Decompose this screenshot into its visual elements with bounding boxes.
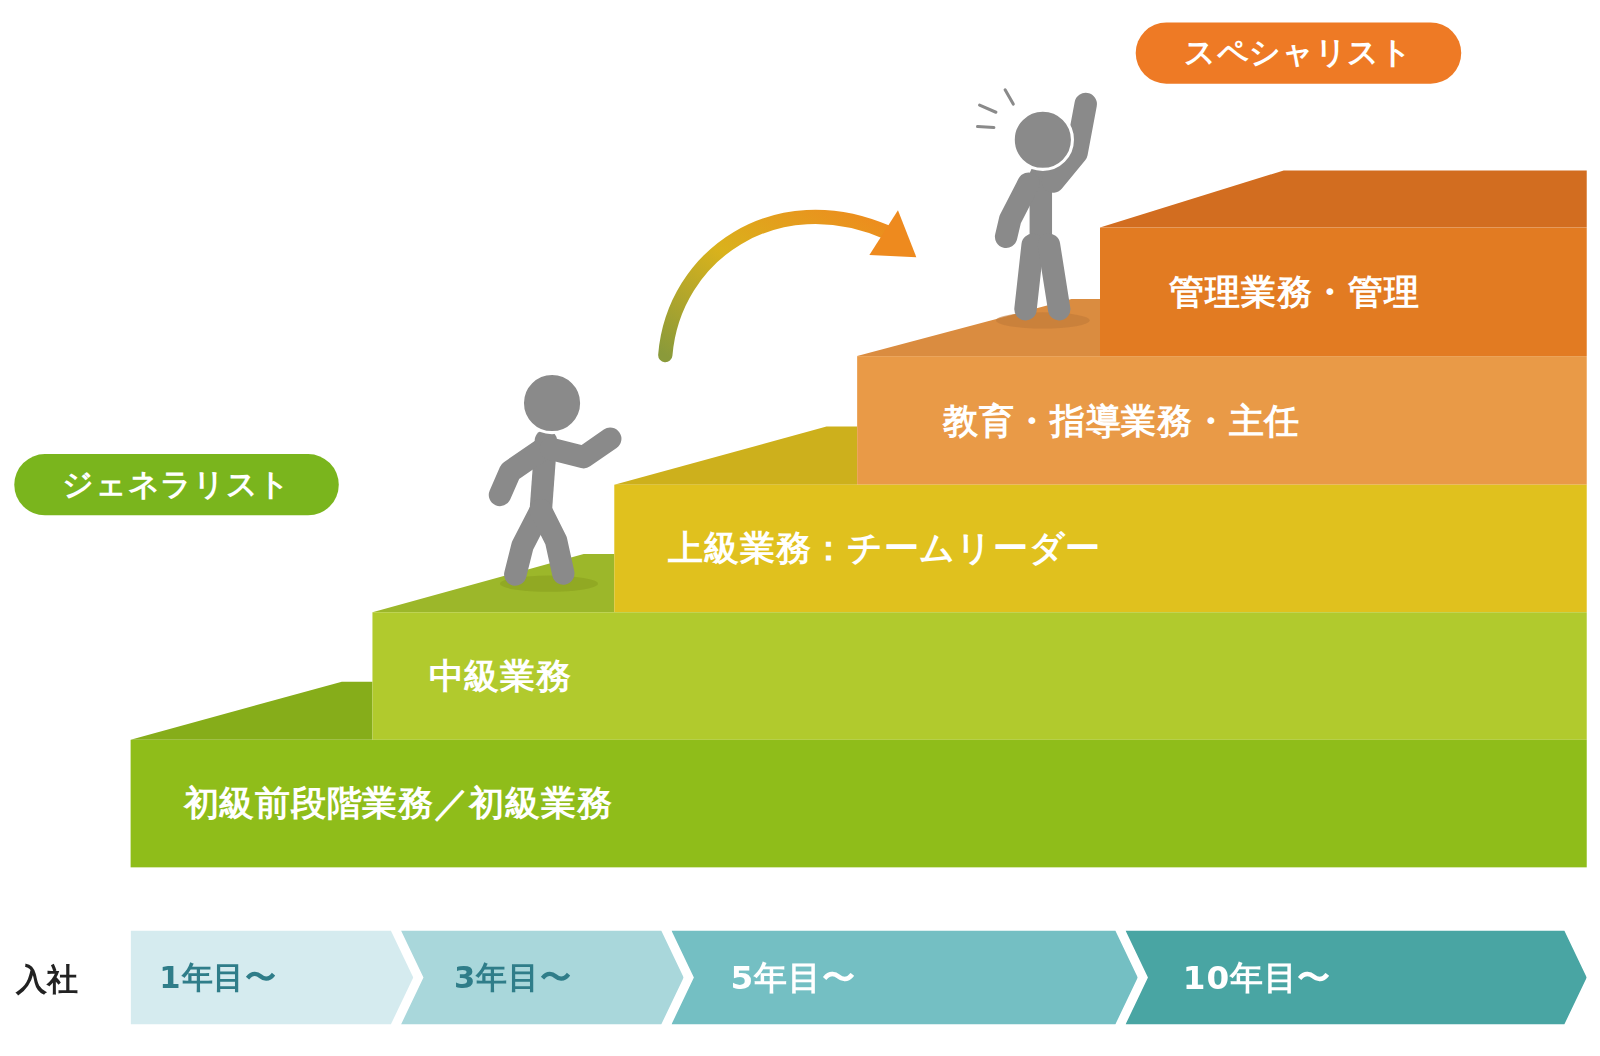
walking-figure (500, 439, 610, 575)
year-chevron: 1年目〜 (131, 931, 414, 1025)
specialist-pill: スペシャリスト (1136, 22, 1462, 83)
step-band: 中級業務 (372, 612, 1586, 740)
node-text: スペシャリスト (1184, 35, 1413, 72)
step-band: 上級業務：チームリーダー (614, 485, 1586, 613)
year-chevron: 5年目〜 (671, 931, 1137, 1025)
chevron-fill (671, 931, 1137, 1025)
node-text: 中級業務 (429, 655, 572, 697)
exclamation-marks (978, 90, 1014, 128)
node-text: 1年目〜 (159, 959, 276, 996)
node-text: 教育・指導業務・主任 (943, 400, 1300, 442)
progress-arrowhead (869, 210, 916, 257)
year-chevron: 10年目〜 (1126, 931, 1587, 1025)
chevron-fill (1126, 931, 1587, 1025)
figure-head (1013, 110, 1072, 169)
step-top-face (1100, 170, 1587, 227)
figure-head (522, 373, 581, 432)
step-band: 管理業務・管理 (1100, 228, 1587, 357)
node-text: 管理業務・管理 (1169, 271, 1419, 313)
node-text: 上級業務：チームリーダー (668, 528, 1101, 570)
node-text: 3年目〜 (454, 959, 571, 996)
node-text: 10年目〜 (1183, 958, 1332, 997)
chevron-fill (401, 931, 684, 1025)
step-top-face (131, 682, 373, 740)
step-top-face (614, 427, 857, 485)
chevron-fill (131, 931, 414, 1025)
node-text: 5年目〜 (731, 958, 856, 997)
generalist-pill: ジェネラリスト (14, 454, 338, 515)
node-text: ジェネラリスト (62, 466, 291, 503)
step-band: 初級前段階業務／初級業務 (131, 740, 1587, 868)
figure-shadow (996, 312, 1090, 328)
step-band: 教育・指導業務・主任 (857, 356, 1587, 485)
year-chevron: 3年目〜 (401, 931, 684, 1025)
progress-arrow (665, 217, 887, 355)
start-label: 入社 (16, 959, 77, 1001)
node-text: 初級前段階業務／初級業務 (184, 783, 613, 825)
cheering-figure (1006, 104, 1086, 309)
step-top-face (372, 554, 614, 612)
